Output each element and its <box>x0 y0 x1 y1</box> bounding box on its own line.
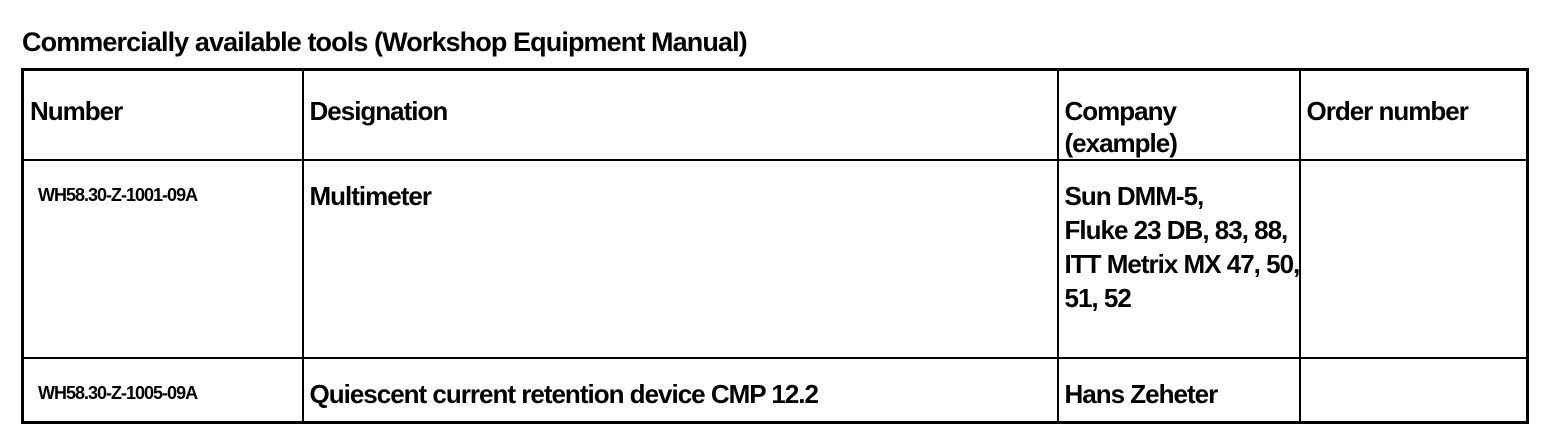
cell-company: Sun DMM-5, Fluke 23 DB, 83, 88, ITT Metr… <box>1056 159 1301 359</box>
cell-designation: Quiescent current retention device CMP 1… <box>301 357 1059 423</box>
header-number: Number <box>21 68 304 161</box>
company-line: Sun DMM-5, <box>1064 181 1205 211</box>
page-title: Commercially available tools (Workshop E… <box>22 27 748 57</box>
table-header-row: Number Designation Company (example) Ord… <box>21 68 1529 161</box>
cell-number: WH58.30-Z-1001-09A <box>21 159 304 359</box>
table-row: WH58.30-Z-1005-09A Quiescent current ret… <box>21 357 1529 423</box>
table-row: WH58.30-Z-1001-09A Multimeter Sun DMM-5,… <box>21 159 1529 359</box>
cell-number: WH58.30-Z-1005-09A <box>21 357 304 423</box>
tools-table: Number Designation Company (example) Ord… <box>21 68 1529 424</box>
company-line: ITT Metrix MX 47, 50, <box>1064 249 1300 279</box>
header-designation: Designation <box>301 68 1059 161</box>
cell-designation: Multimeter <box>301 159 1059 359</box>
cell-company: Hans Zeheter <box>1056 357 1301 423</box>
company-line: Hans Zeheter <box>1064 379 1219 409</box>
company-line: 51, 52 <box>1064 283 1132 313</box>
header-order-number: Order number <box>1298 68 1529 161</box>
cell-order-number <box>1298 357 1529 423</box>
cell-order-number <box>1298 159 1529 359</box>
company-line: Fluke 23 DB, 83, 88, <box>1064 215 1289 245</box>
header-company: Company (example) <box>1056 68 1301 161</box>
